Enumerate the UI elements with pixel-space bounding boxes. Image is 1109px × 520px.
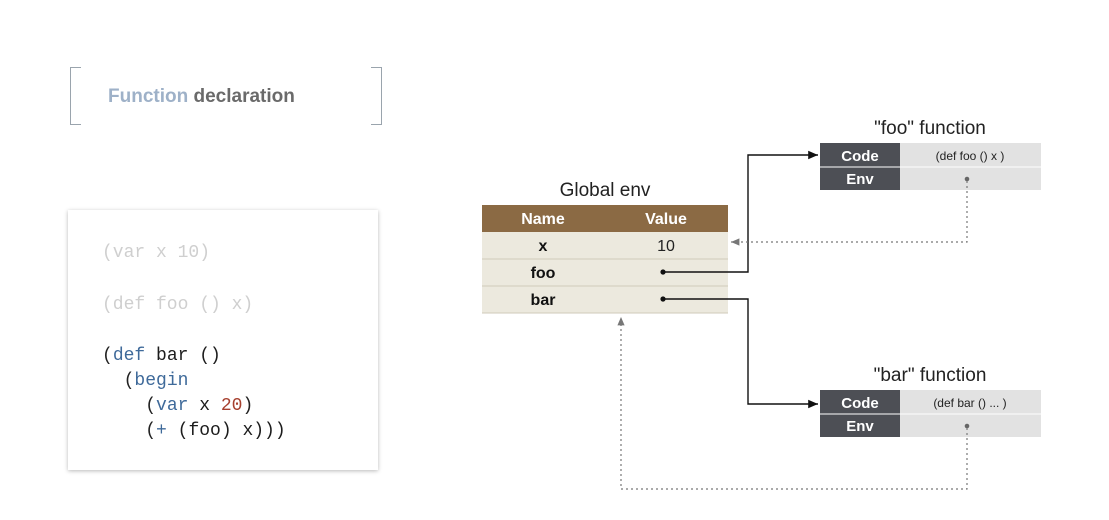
foo-env-arrow	[731, 181, 968, 246]
slide-title: Function declaration	[70, 67, 382, 125]
code-line-def-foo: (def foo () x)	[102, 295, 254, 315]
bar-env-pointer-dot	[964, 423, 970, 429]
code-token-text: (foo) x)))	[166, 421, 286, 441]
bar-env-value-cell	[900, 414, 1041, 437]
code-token-keyword: def	[112, 346, 146, 366]
code-token-text: x	[188, 396, 221, 416]
code-line-var-x: (var x 10)	[102, 243, 211, 263]
code-token-keyword: var	[156, 396, 189, 416]
bar-code-value-cell	[900, 390, 1041, 414]
left-bracket	[70, 67, 81, 125]
code-token-paren: (	[123, 371, 135, 391]
right-bracket	[371, 67, 382, 125]
code-line-def-bar: (def bar ()	[102, 346, 221, 366]
code-line-plus-foo-x: (+ (foo) x)))	[102, 421, 286, 441]
code-token-paren: (	[145, 396, 157, 416]
bar-env-arrow	[617, 317, 968, 490]
code-token-keyword: begin	[134, 371, 189, 391]
bar-code-value: (def bar () ... )	[933, 396, 1006, 410]
foo-code-value-cell	[900, 143, 1041, 167]
row-name-bar: bar	[531, 292, 556, 309]
foo-code-label-cell	[820, 143, 900, 167]
foo-pointer-arrow	[663, 150, 818, 273]
code-token-paren: )	[242, 396, 254, 416]
row-name-foo: foo	[531, 265, 556, 282]
bar-function-box: Code (def bar () ... ) Env	[820, 390, 1041, 437]
code-line-begin: (begin	[102, 371, 189, 391]
foo-function-box: Code (def foo () x ) Env	[820, 143, 1041, 190]
foo-env-value-cell	[900, 167, 1041, 190]
foo-function-title: "foo" function	[874, 118, 986, 139]
foo-env-label-cell	[820, 167, 900, 190]
foo-env-pointer-dot	[964, 176, 970, 182]
bar-pointer-arrow	[663, 298, 818, 409]
code-token-keyword: +	[156, 421, 167, 441]
code-token-paren: (	[145, 421, 157, 441]
header-value: Value	[645, 211, 687, 228]
title-text: Function declaration	[108, 86, 295, 108]
code-token-paren: (	[102, 346, 113, 366]
row-value-x: 10	[657, 238, 675, 255]
header-name: Name	[521, 211, 565, 228]
row-name-x: x	[539, 238, 548, 255]
foo-code-value: (def foo () x )	[936, 149, 1005, 163]
title-part-function: Function	[108, 86, 189, 107]
global-env-header	[482, 205, 728, 232]
global-env-table: Name Value x 10 foo bar	[482, 205, 728, 314]
code-token-text: bar ()	[145, 346, 221, 366]
bar-code-label-cell	[820, 390, 900, 414]
title-part-declaration: declaration	[193, 86, 295, 107]
bar-env-label: Env	[846, 418, 874, 435]
foo-code-label: Code	[841, 148, 879, 165]
bar-env-label-cell	[820, 414, 900, 437]
bar-function-title: "bar" function	[874, 365, 987, 386]
code-panel: (var x 10) (def foo () x) (def bar () (b…	[68, 210, 378, 470]
global-env-title: Global env	[560, 180, 651, 201]
code-line-var-x-20: (var x 20)	[102, 396, 253, 416]
bar-code-label: Code	[841, 395, 879, 412]
foo-env-label: Env	[846, 171, 874, 188]
code-token-number: 20	[220, 396, 243, 416]
